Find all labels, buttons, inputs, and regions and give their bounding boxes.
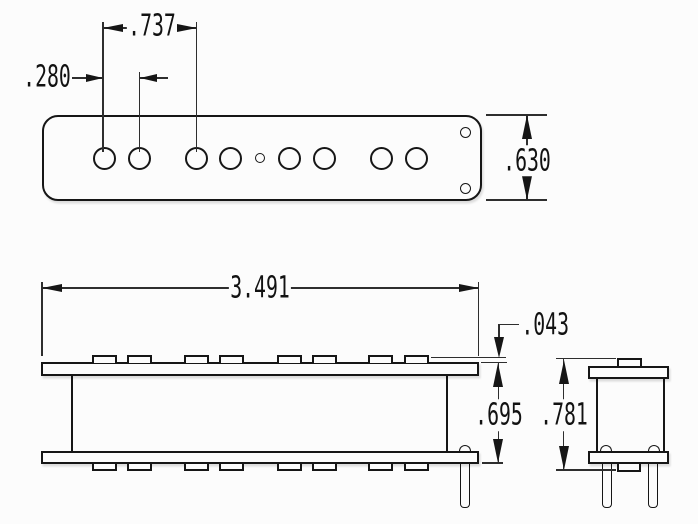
arrowhead-down-630 xyxy=(522,176,532,200)
terminal-pin-end-left xyxy=(601,462,612,508)
pole-hole-4 xyxy=(218,147,242,170)
mounting-hole-bottom xyxy=(459,182,471,194)
pole-hole-6 xyxy=(312,147,336,170)
extension-line-3491-left xyxy=(41,282,43,356)
magnet-tab-top-6 xyxy=(311,355,337,363)
arrowhead-right-737 xyxy=(177,23,197,32)
center-hole xyxy=(255,153,265,163)
extension-line-781-top xyxy=(556,357,616,360)
extension-line-781-bottom xyxy=(556,469,616,471)
eyelet-side xyxy=(459,444,471,452)
magnet-tab-bottom-2 xyxy=(126,463,152,471)
extension-line-flange-top xyxy=(481,361,507,363)
arrowhead-up-695 xyxy=(493,363,504,387)
top-flange-side xyxy=(41,362,479,376)
dim-label-781: .781 xyxy=(538,397,590,433)
mounting-hole-top xyxy=(459,126,471,138)
extension-line-695-bottom xyxy=(482,462,503,464)
magnet-tab-top-1 xyxy=(91,355,117,363)
terminal-pin-side xyxy=(459,462,470,508)
magnet-tab-bottom-3 xyxy=(183,463,209,471)
extension-line-pole1 xyxy=(102,22,104,152)
pole-hole-5 xyxy=(277,147,301,170)
magnet-tab-bottom-7 xyxy=(367,463,393,471)
top-flange-end xyxy=(588,365,669,379)
dim-label-737: .737 xyxy=(126,7,177,43)
extension-line-3491-right xyxy=(477,282,480,356)
magnet-tab-top-3 xyxy=(183,355,209,363)
eyelet-end-right xyxy=(648,444,660,452)
arrowhead-left-3491 xyxy=(42,283,62,292)
arrowhead-down-695 xyxy=(493,439,504,463)
bottom-flange-side xyxy=(41,450,479,464)
eyelet-end-left xyxy=(600,444,612,452)
extension-line-tab-top xyxy=(431,357,506,359)
dim-label-630: .630 xyxy=(501,142,552,178)
magnet-tab-bottom-8 xyxy=(403,463,429,471)
dim-label-043: .043 xyxy=(520,306,571,342)
pole-hole-8 xyxy=(404,147,428,170)
arrowhead-right-3491 xyxy=(459,283,479,292)
magnet-tab-bottom-4 xyxy=(218,463,244,471)
extension-line-pole2 xyxy=(138,72,140,152)
dim-label-695: .695 xyxy=(473,397,524,433)
extension-line-630-top xyxy=(486,114,547,116)
pole-hole-7 xyxy=(369,147,393,170)
core-left-edge xyxy=(70,374,73,452)
arrowhead-left-737 xyxy=(103,23,123,32)
dim-label-280: .280 xyxy=(21,59,72,95)
extension-line-pole3 xyxy=(195,22,197,152)
magnet-tab-top-8 xyxy=(403,355,429,363)
magnet-tab-top-4 xyxy=(218,355,244,363)
magnet-tab-bottom-6 xyxy=(311,463,337,471)
bottom-flange-end xyxy=(588,451,669,464)
magnet-tab-end-bottom xyxy=(617,464,641,472)
arrowhead-right-280 xyxy=(86,73,103,82)
extension-line-630-bottom xyxy=(486,199,547,201)
arrowhead-up-630 xyxy=(522,115,532,139)
arrowhead-down-781 xyxy=(558,446,569,470)
end-body xyxy=(595,377,665,452)
magnet-tab-top-5 xyxy=(276,355,302,363)
magnet-tab-top-7 xyxy=(367,355,393,363)
magnet-tab-bottom-5 xyxy=(276,463,302,471)
pole-hole-1 xyxy=(92,146,116,170)
arrowhead-up-781 xyxy=(558,359,569,384)
terminal-pin-end-right xyxy=(647,462,658,508)
core-right-edge xyxy=(445,374,448,452)
leader-vertical-043 xyxy=(498,324,500,344)
leader-horizontal-043 xyxy=(499,324,519,326)
magnet-tab-top-2 xyxy=(126,355,152,363)
arrowhead-left-280 xyxy=(140,73,157,82)
magnet-tab-bottom-1 xyxy=(91,463,117,471)
magnet-tab-end-top xyxy=(617,358,642,366)
dim-label-3491: 3.491 xyxy=(228,270,292,306)
arrowhead-down-043 xyxy=(494,337,504,358)
